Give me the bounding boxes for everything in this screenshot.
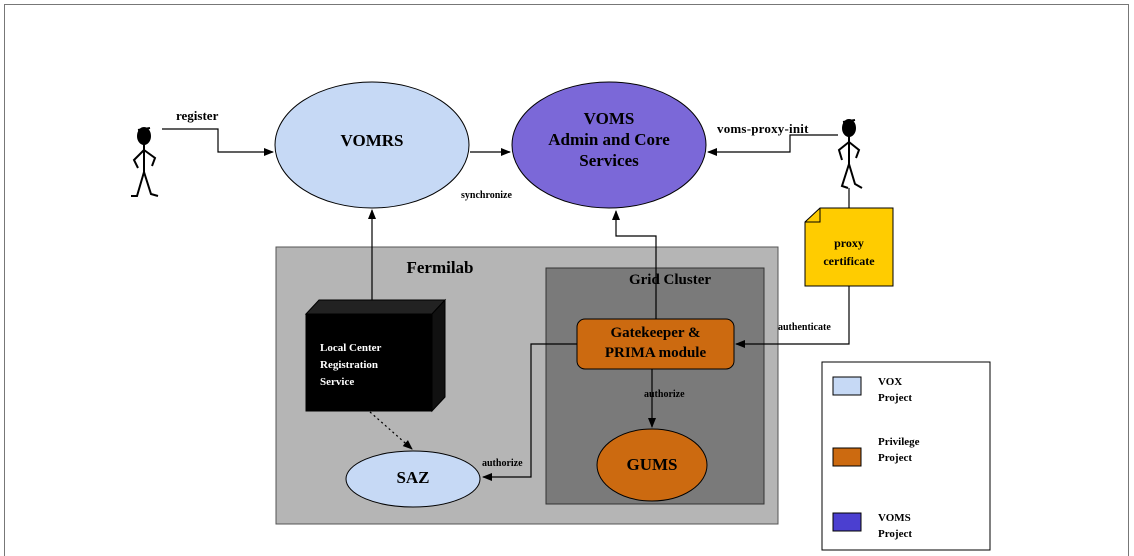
proxy-label: proxy certificate (805, 234, 893, 270)
legend-item-voms: VOMS Project (878, 510, 912, 542)
legend-item-privilege-line2: Project (878, 452, 912, 464)
user-figure-right (837, 119, 863, 189)
edge-label-authorize-gums: authorize (644, 389, 685, 400)
outer-frame (4, 4, 1129, 556)
legend-item-vox-line2: Project (878, 392, 912, 404)
edge-label-register: register (176, 108, 219, 123)
gums-ellipse (596, 428, 708, 502)
local-center-label-line2: Registration (320, 359, 379, 371)
local-center-label-line1: Local Center (320, 342, 382, 354)
legend-swatch-vox (832, 376, 862, 396)
vomrs-ellipse (274, 81, 470, 209)
legend-item-voms-line1: VOMS (878, 512, 911, 524)
saz-ellipse (345, 450, 481, 508)
edge-authorize-saz (482, 343, 577, 481)
voms-label-line1: VOMS (583, 109, 635, 128)
legend-item-vox: VOX Project (878, 374, 912, 406)
edge-voms-proxy-init (707, 134, 838, 156)
user-figure-left (131, 127, 159, 197)
grid-cluster-label: Grid Cluster (628, 272, 712, 288)
legend-item-vox-line1: VOX (878, 376, 903, 388)
edge-label-voms-proxy-init: voms-proxy-init (717, 121, 809, 136)
gums-label: GUMS (626, 455, 678, 474)
legend-swatch-privilege (832, 447, 862, 467)
local-center-label-line3: Service (320, 376, 355, 388)
legend-item-privilege-line1: Privilege (878, 436, 920, 448)
edge-register (162, 128, 274, 156)
edge-local-center-to-saz (369, 411, 413, 450)
legend-item-privilege: Privilege Project (878, 434, 920, 466)
edge-authenticate (735, 286, 850, 348)
fermilab-label: Fermilab (406, 258, 474, 277)
voms-label-line3: Services (579, 151, 639, 170)
gatekeeper-label-line1: Gatekeeper & (610, 325, 701, 341)
gatekeeper-label: Gatekeeper & PRIMA module (577, 323, 734, 363)
saz-label: SAZ (396, 468, 430, 487)
voms-label: VOMS Admin and Core Services (519, 108, 699, 171)
local-center-label: Local Center Registration Service (320, 340, 430, 391)
edge-label-authenticate: authenticate (778, 322, 831, 333)
proxy-label-line2: certificate (823, 254, 875, 268)
legend-item-voms-line2: Project (878, 528, 912, 540)
vomrs-label: VOMRS (340, 131, 404, 150)
voms-ellipse (511, 81, 707, 209)
legend-swatch-voms (832, 512, 862, 532)
proxy-label-line1: proxy (834, 236, 864, 250)
edge-label-synchronize: synchronize (461, 190, 512, 201)
edge-gatekeeper-to-voms (612, 210, 657, 319)
local-center-cube (304, 298, 447, 413)
edge-label-authorize-saz: authorize (482, 458, 523, 469)
gatekeeper-label-line2: PRIMA module (604, 345, 707, 361)
voms-label-line2: Admin and Core (548, 130, 670, 149)
